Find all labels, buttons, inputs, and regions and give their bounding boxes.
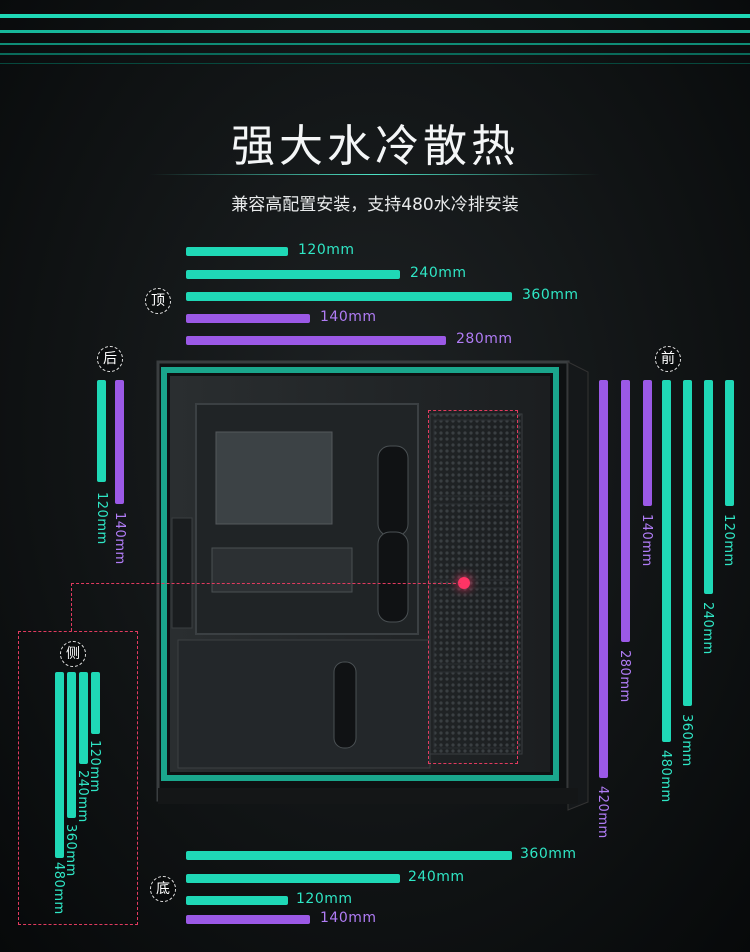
bottom-label-140: 140mm [320, 910, 377, 926]
side-connector-drop [71, 583, 72, 631]
top-bar-240 [186, 270, 400, 279]
bottom-bar-240 [186, 874, 400, 883]
top-bar-140 [186, 314, 310, 323]
rear-bar-140 [115, 380, 124, 504]
front-bar-420 [599, 380, 608, 778]
bottom-bar-360 [186, 851, 512, 860]
badge-bottom: 底 [150, 876, 176, 902]
side-label-480: 480mm [51, 862, 66, 915]
side-label-360: 360mm [63, 824, 78, 877]
side-bar-480 [55, 672, 64, 858]
rear-label-140: 140mm [112, 512, 127, 565]
front-label-140: 140mm [639, 514, 654, 567]
front-label-360: 360mm [679, 714, 694, 767]
front-label-420: 420mm [595, 786, 610, 839]
rear-label-120: 120mm [94, 492, 109, 545]
header-stripe-4 [0, 53, 750, 55]
front-label-280: 280mm [617, 650, 632, 703]
front-bar-140 [643, 380, 652, 506]
front-radiator-highlight [428, 410, 518, 764]
top-bar-360 [186, 292, 512, 301]
front-bar-240 [704, 380, 713, 594]
bottom-label-240: 240mm [408, 869, 465, 885]
front-bar-480 [662, 380, 671, 742]
page-subtitle: 兼容高配置安装，支持480水冷排安装 [231, 195, 519, 215]
front-label-480: 480mm [658, 750, 673, 803]
bottom-bar-140 [186, 915, 310, 924]
bottom-label-120: 120mm [296, 891, 353, 907]
side-section-box [18, 631, 138, 925]
title-underline [150, 174, 600, 175]
top-label-240: 240mm [410, 265, 467, 281]
side-bar-360 [67, 672, 76, 818]
header-stripe-3 [0, 43, 750, 45]
badge-top: 顶 [145, 288, 171, 314]
top-label-120: 120mm [298, 242, 355, 258]
bottom-bar-120 [186, 896, 288, 905]
header-stripe-2 [0, 30, 750, 33]
badge-rear: 后 [97, 346, 123, 372]
front-bar-360 [683, 380, 692, 706]
side-connector-line [71, 583, 461, 584]
front-bar-120 [725, 380, 734, 506]
front-label-120: 120mm [721, 514, 736, 567]
side-bar-120 [91, 672, 100, 734]
focus-dot [458, 577, 470, 589]
badge-side: 侧 [60, 641, 86, 667]
top-bar-280 [186, 336, 446, 345]
badge-front: 前 [655, 346, 681, 372]
top-label-280: 280mm [456, 331, 513, 347]
side-bar-240 [79, 672, 88, 764]
pc-case-illustration [156, 360, 589, 811]
bottom-label-360: 360mm [520, 846, 577, 862]
top-bar-120 [186, 247, 288, 256]
header-stripe-1 [0, 14, 750, 18]
rear-bar-120 [97, 380, 106, 482]
front-label-240: 240mm [700, 602, 715, 655]
front-bar-280 [621, 380, 630, 642]
top-label-140: 140mm [320, 309, 377, 325]
page-title: 强大水冷散热 [231, 121, 519, 172]
side-label-240: 240mm [75, 770, 90, 823]
header-stripe-5 [0, 63, 750, 64]
side-label-120: 120mm [87, 740, 102, 793]
top-label-360: 360mm [522, 287, 579, 303]
